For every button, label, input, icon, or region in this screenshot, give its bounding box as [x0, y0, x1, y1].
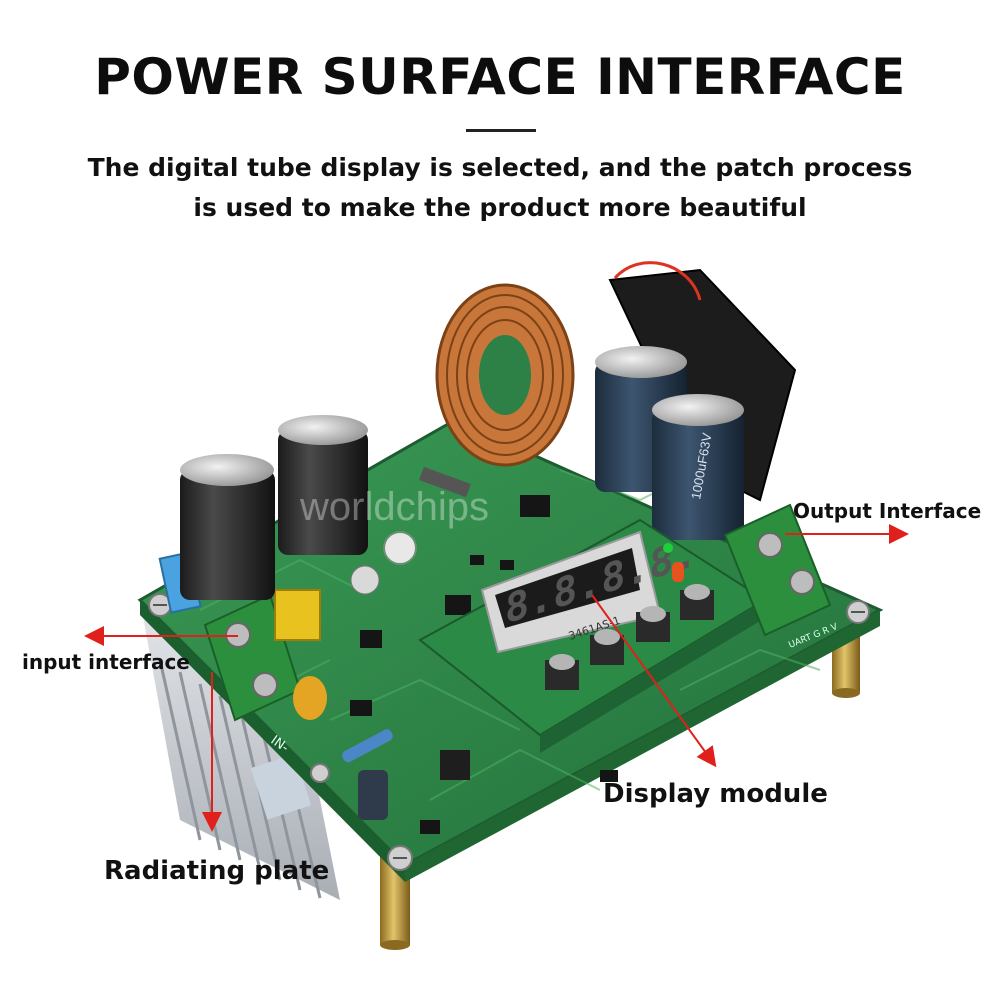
- page-title: POWER SURFACE INTERFACE: [94, 48, 906, 106]
- display-arrow: [591, 594, 717, 768]
- yellow-inductor: [274, 589, 321, 641]
- subtitle-line-2: is used to make the product more beautif…: [193, 193, 807, 222]
- tactile-buttons: [545, 584, 714, 690]
- small-capacitor: [358, 770, 388, 820]
- smd-components: [350, 466, 618, 834]
- subtitle-line-1: The digital tube display is selected, an…: [87, 153, 913, 182]
- watermark: worldchips: [299, 485, 489, 529]
- output-capacitors: 1000uF63V: [595, 346, 744, 540]
- label-input-interface: input interface: [22, 650, 190, 674]
- label-radiating-plate: Radiating plate: [104, 856, 330, 886]
- output-terminal: [723, 503, 832, 637]
- resistor: [342, 729, 393, 763]
- yellow-capacitor: [293, 676, 327, 720]
- label-output-interface: Output Interface: [793, 499, 982, 523]
- toroid-inductor: [435, 283, 575, 467]
- input-capacitors: [180, 415, 368, 600]
- label-display-module: Display module: [603, 779, 828, 809]
- screws: [148, 531, 870, 871]
- small-electrolytic: [350, 565, 380, 595]
- callout-arrows: [84, 524, 909, 832]
- title-divider: [466, 129, 536, 132]
